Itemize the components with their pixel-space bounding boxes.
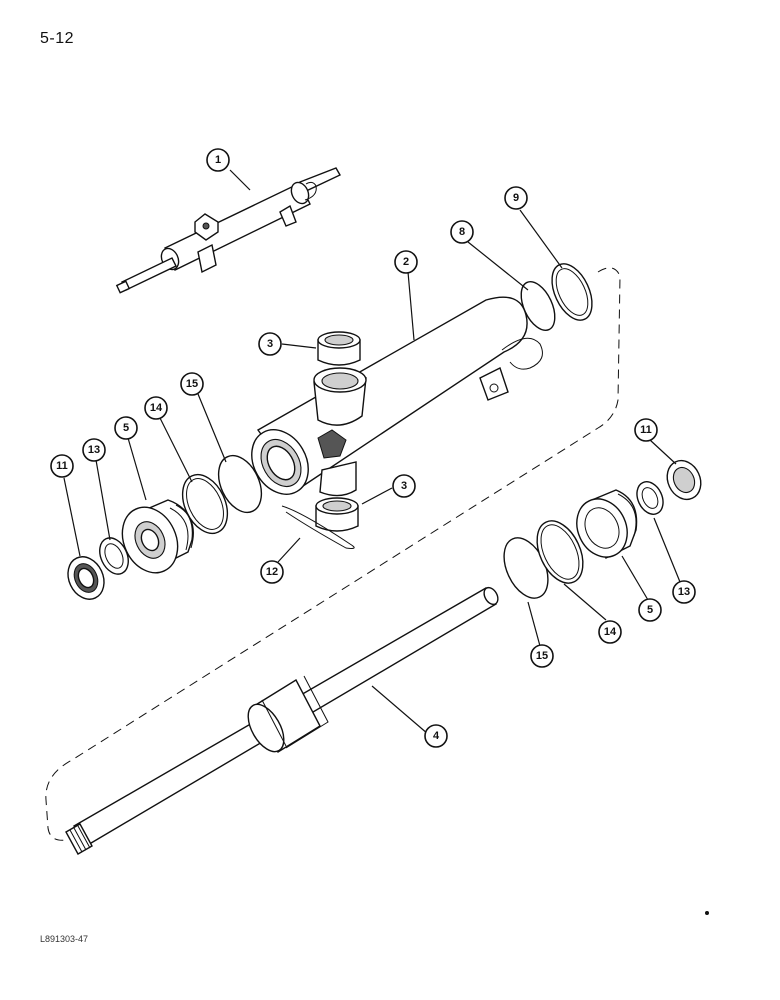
callout-11-left: 11 <box>50 454 74 478</box>
svg-text:5: 5 <box>123 422 129 434</box>
svg-text:15: 15 <box>186 378 198 390</box>
part-13-wiper-left <box>99 537 129 575</box>
callout-8: 8 <box>450 220 474 244</box>
svg-text:4: 4 <box>433 730 440 742</box>
assembly-dashed-line <box>45 267 621 841</box>
callout-3-bottom: 3 <box>392 474 416 498</box>
page-dot <box>705 911 709 915</box>
svg-text:3: 3 <box>401 480 407 492</box>
part-14-backup-ring-right <box>536 520 584 584</box>
callout-9: 9 <box>504 186 528 210</box>
callout-14-left: 14 <box>144 396 168 420</box>
page-number: 5-12 <box>40 30 75 47</box>
callout-14-right: 14 <box>598 620 622 644</box>
part-12-snap-ring <box>281 505 355 549</box>
callout-13-right: 13 <box>672 580 696 604</box>
part-3-bushing-bottom <box>315 497 359 532</box>
svg-text:1: 1 <box>215 154 221 166</box>
callout-11-right: 11 <box>634 418 658 442</box>
part-1-assembled-cylinder <box>115 167 341 294</box>
callout-15-left: 15 <box>180 372 204 396</box>
svg-text:2: 2 <box>403 256 409 268</box>
part-15-o-ring-left <box>217 454 263 514</box>
svg-text:14: 14 <box>150 402 163 414</box>
callout-13-left: 13 <box>82 438 106 462</box>
part-5-gland-right <box>576 489 638 560</box>
callout-12: 12 <box>260 560 284 584</box>
part-11-seal-left <box>67 556 105 600</box>
svg-text:5: 5 <box>647 604 653 616</box>
svg-text:3: 3 <box>267 338 273 350</box>
callout-4: 4 <box>424 724 448 748</box>
callout-15-right: 15 <box>530 644 554 668</box>
callout-1: 1 <box>206 148 230 172</box>
svg-text:13: 13 <box>88 444 100 456</box>
svg-text:12: 12 <box>266 566 278 578</box>
callout-3-top: 3 <box>258 332 282 356</box>
part-4-piston-rod <box>65 586 499 855</box>
svg-text:11: 11 <box>56 460 68 472</box>
part-2-cylinder-barrel <box>251 296 543 497</box>
svg-text:8: 8 <box>459 226 465 238</box>
svg-text:9: 9 <box>513 192 519 204</box>
part-5-gland-left <box>121 499 194 574</box>
part-3-bushing-top <box>317 331 361 366</box>
svg-text:13: 13 <box>678 586 690 598</box>
svg-text:11: 11 <box>640 424 652 436</box>
part-13-wiper-right <box>636 481 664 515</box>
callout-5-left: 5 <box>114 416 138 440</box>
svg-text:15: 15 <box>536 650 548 662</box>
svg-text:14: 14 <box>604 626 617 638</box>
leader-lines <box>63 169 681 735</box>
part-8-o-ring <box>520 281 556 331</box>
callout-5-right: 5 <box>638 598 662 622</box>
callout-2: 2 <box>394 250 418 274</box>
part-11-seal-right <box>666 459 702 501</box>
figure-code: L891303-47 <box>40 934 89 944</box>
